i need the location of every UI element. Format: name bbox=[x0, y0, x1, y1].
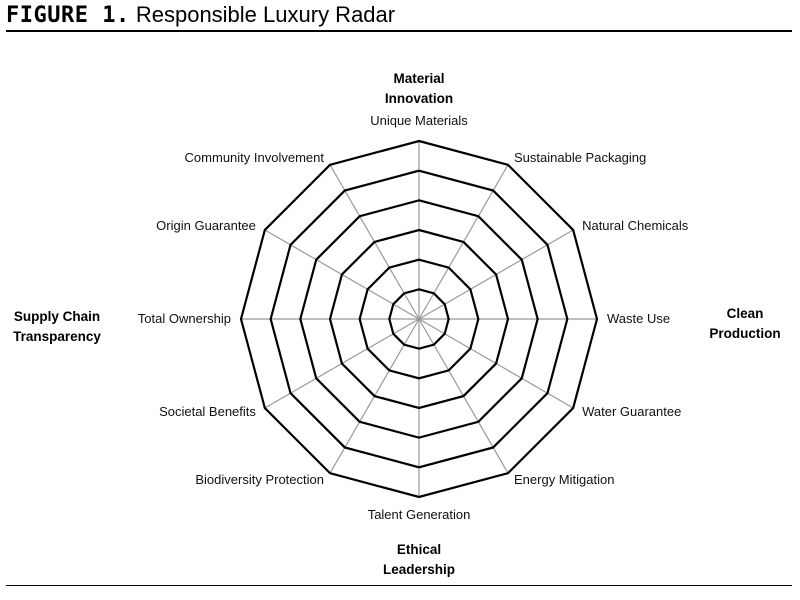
axis-label: Talent Generation bbox=[368, 507, 471, 522]
ring-3 bbox=[328, 228, 510, 410]
axis-label: Waste Use bbox=[607, 311, 670, 326]
ring-2 bbox=[358, 258, 480, 380]
axis-label: Natural Chemicals bbox=[582, 218, 689, 233]
header-rule bbox=[6, 30, 792, 32]
axis-label: Societal Benefits bbox=[159, 404, 256, 419]
axis-label: Community Involvement bbox=[185, 150, 325, 165]
axis-label: Unique Materials bbox=[370, 113, 468, 128]
ring-5 bbox=[269, 169, 569, 469]
axis-label: Water Guarantee bbox=[582, 404, 681, 419]
figure-title-text: Responsible Luxury Radar bbox=[135, 2, 396, 27]
axis-label: Total Ownership bbox=[138, 311, 231, 326]
figure-label: FIGURE 1. bbox=[6, 3, 130, 28]
figure-title: FIGURE 1. Responsible Luxury Radar bbox=[6, 2, 395, 28]
footer-rule bbox=[6, 585, 792, 586]
axis-label: Origin Guarantee bbox=[156, 218, 256, 233]
ring-1 bbox=[388, 288, 450, 350]
axis-label: Energy Mitigation bbox=[514, 472, 614, 487]
axis-label: Biodiversity Protection bbox=[195, 472, 324, 487]
ring-6 bbox=[239, 139, 599, 499]
ring-4 bbox=[299, 199, 539, 439]
axis-label: Sustainable Packaging bbox=[514, 150, 646, 165]
